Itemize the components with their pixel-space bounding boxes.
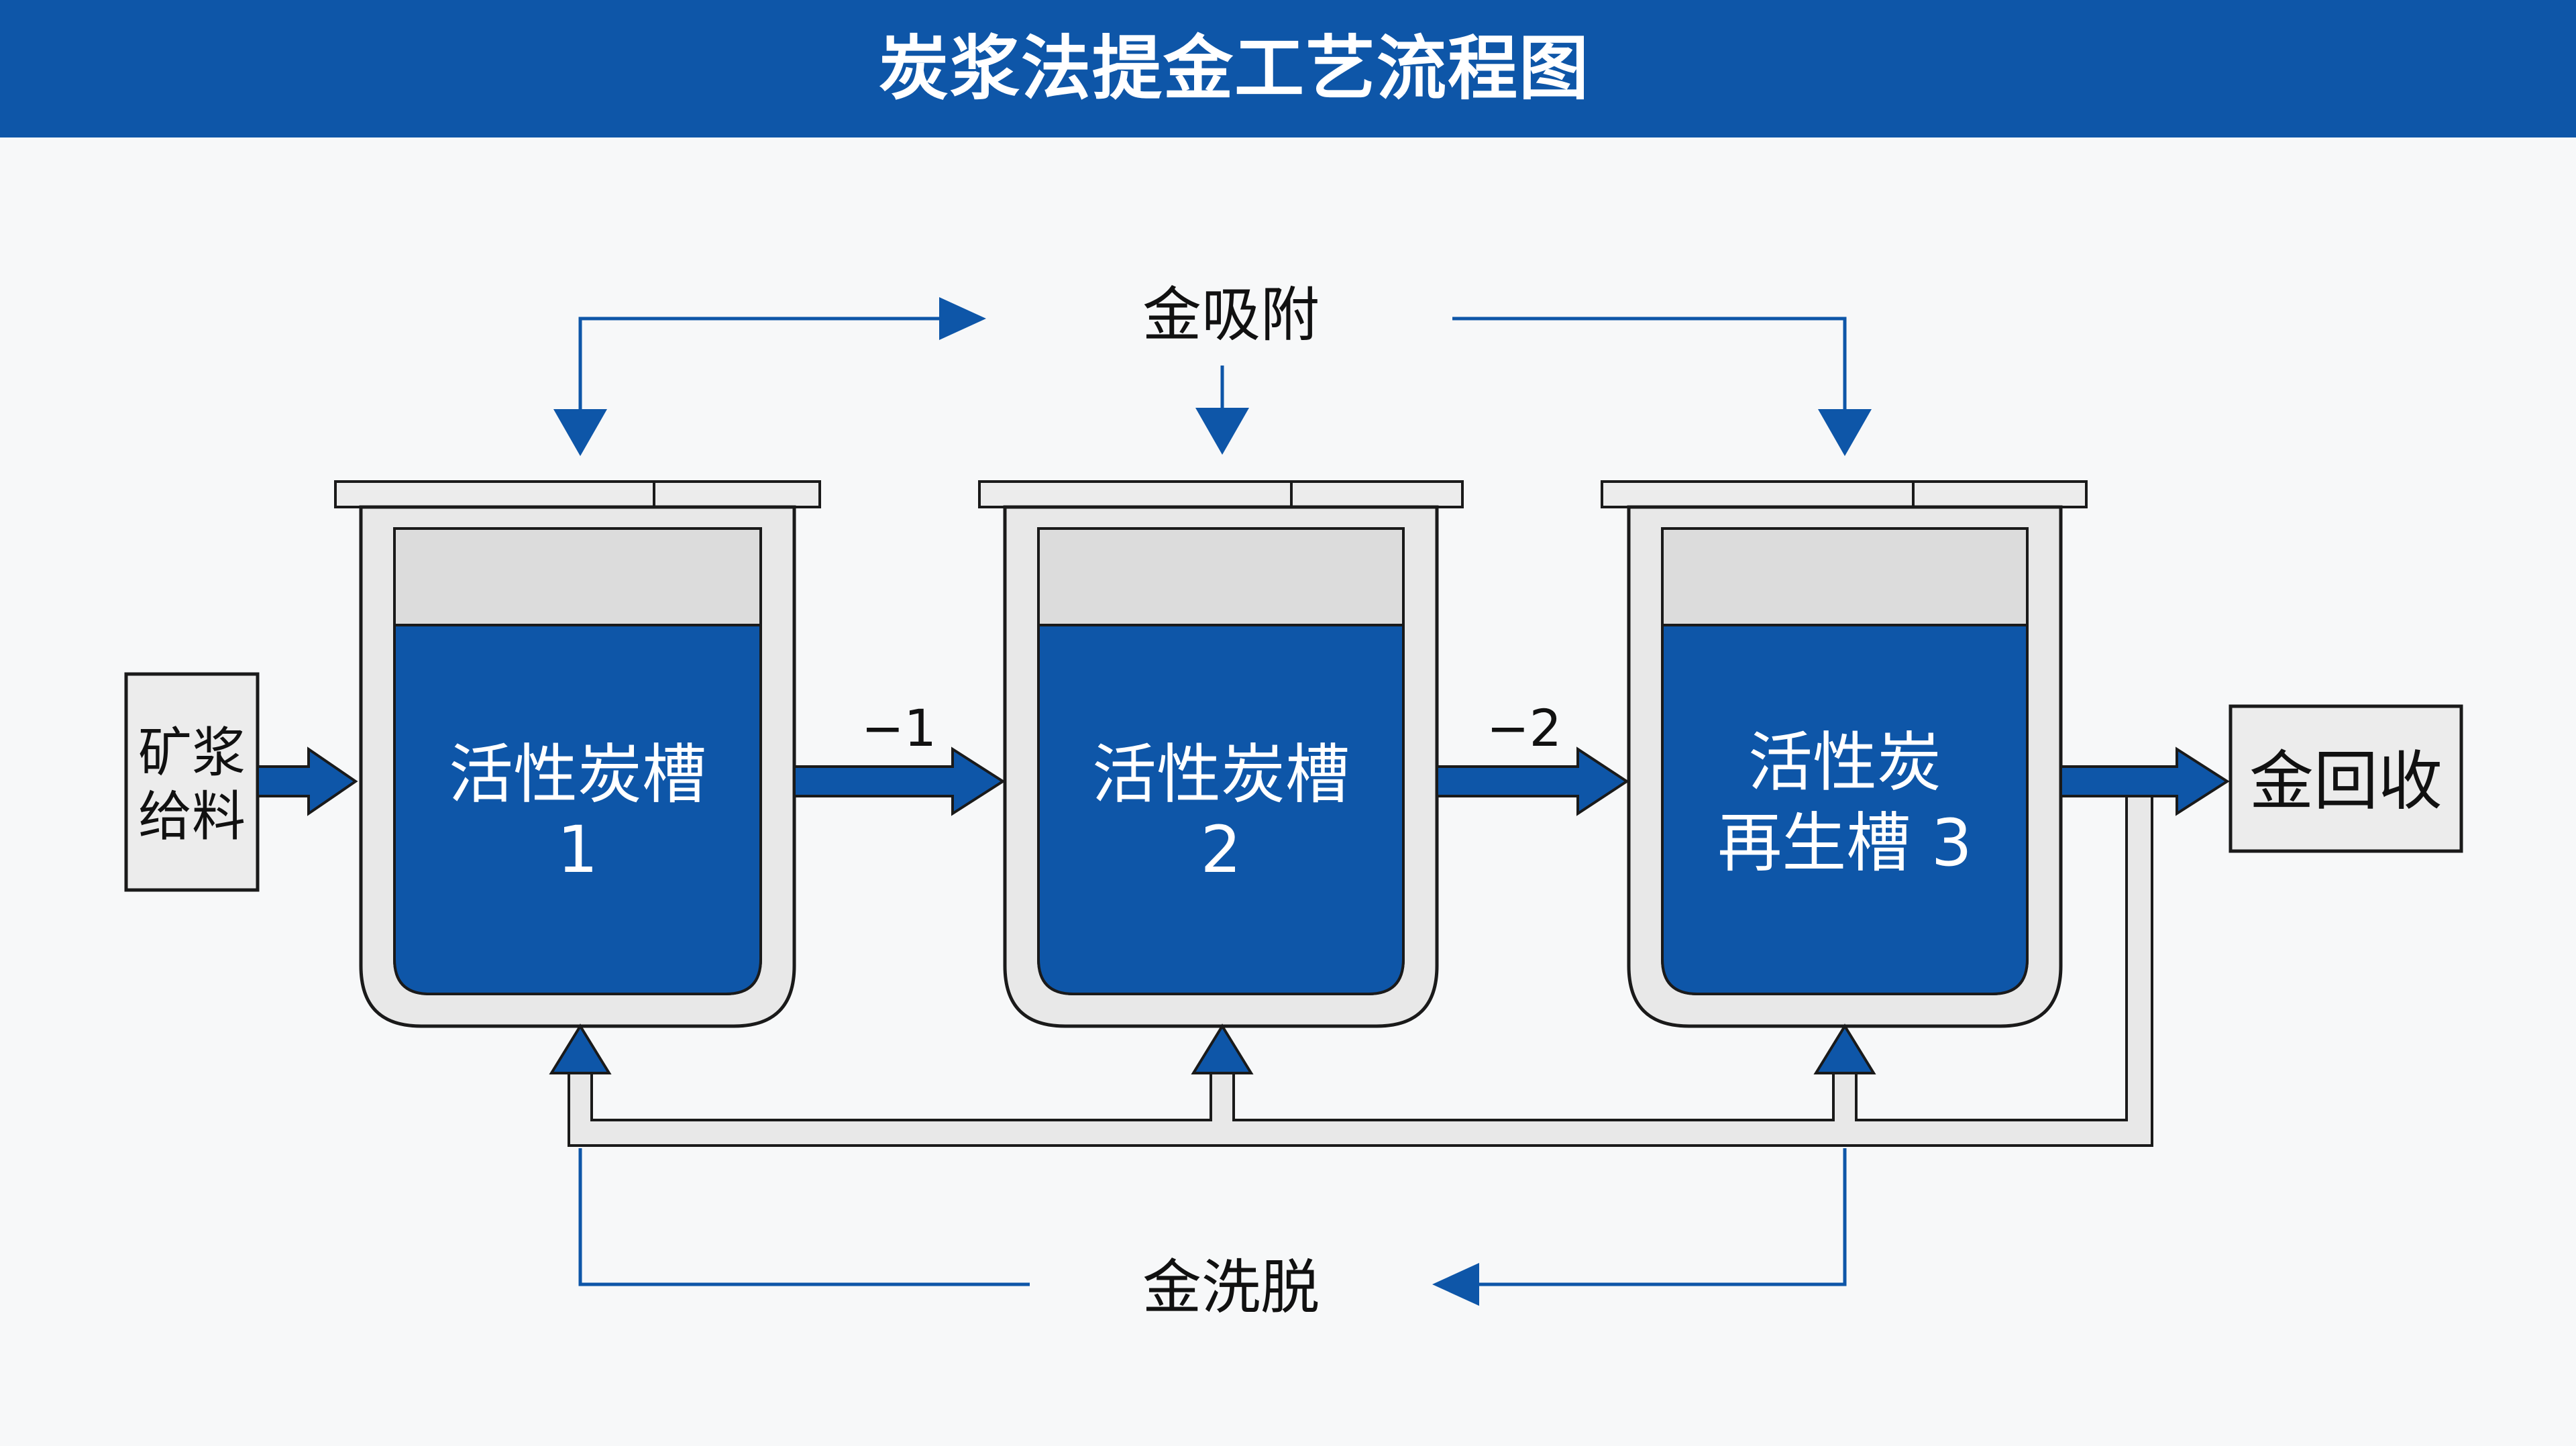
flow-arrow-2-icon <box>1436 746 1629 816</box>
feed-arrow-icon <box>256 746 358 816</box>
tank-1-label-line1: 活性炭槽 <box>449 737 706 812</box>
tank-2-label-line2: 2 <box>1200 812 1241 887</box>
tank-3: 活性炭 再生槽 3 <box>1601 480 2088 1028</box>
adsorption-label: 金吸附 <box>1142 280 1320 349</box>
tank-2-lid <box>978 480 1464 508</box>
flow-arrow-1-icon <box>793 746 1006 816</box>
feed-label-line2: 给料 <box>138 785 246 848</box>
return-arrow-up-icon-1 <box>549 1023 612 1074</box>
tank-2-label-line1: 活性炭槽 <box>1092 737 1350 812</box>
return-arrow-up-icon-2 <box>1191 1023 1254 1074</box>
tank-2: 活性炭槽 2 <box>978 480 1464 1028</box>
feed-label-line1: 矿浆 <box>138 722 246 784</box>
tank-1-liquid <box>393 624 762 995</box>
return-pipe <box>549 795 2153 1147</box>
recovery-arrow-icon <box>2059 746 2230 816</box>
flow-label-2: −2 <box>1487 698 1562 758</box>
elution-arrow-left-icon <box>1432 1263 1479 1306</box>
flow-label-1: −1 <box>861 698 936 758</box>
adsorption-arrow-down-icon-3 <box>1818 409 1872 456</box>
adsorption-arrow-down-icon-2 <box>1195 408 1249 455</box>
adsorption-arrow-right-icon <box>939 297 986 340</box>
recovery-label: 金回收 <box>2249 744 2443 819</box>
elution-line-right <box>1476 1148 1847 1286</box>
title-banner: 炭浆法提金工艺流程图 <box>0 0 2576 137</box>
tank-3-label-line1: 活性炭 <box>1748 725 1941 800</box>
return-arrow-up-icon-3 <box>1813 1023 1876 1074</box>
adsorption-line-left <box>578 317 939 449</box>
tank-1: 活性炭槽 1 <box>334 480 821 1028</box>
tank-1-label-line2: 1 <box>557 812 598 887</box>
tank-3-lid <box>1601 480 2088 508</box>
page-title: 炭浆法提金工艺流程图 <box>879 27 1591 109</box>
feed-box-frame <box>124 672 260 892</box>
tank-1-lid <box>334 480 821 508</box>
tank-2-liquid <box>1037 624 1405 995</box>
elution-label: 金洗脱 <box>1142 1253 1320 1322</box>
tank-3-liquid <box>1661 624 2029 995</box>
adsorption-line-right <box>1452 317 1847 449</box>
tank-3-label-line2: 再生槽 3 <box>1717 805 1972 881</box>
feed-box: 矿浆 给料 <box>124 672 260 892</box>
recovery-box-frame <box>2229 704 2463 853</box>
recovery-box: 金回收 <box>2229 704 2463 853</box>
adsorption-arrow-down-icon-1 <box>553 409 607 456</box>
elution-lines <box>578 1148 1847 1286</box>
elution-line-left <box>578 1148 1030 1286</box>
